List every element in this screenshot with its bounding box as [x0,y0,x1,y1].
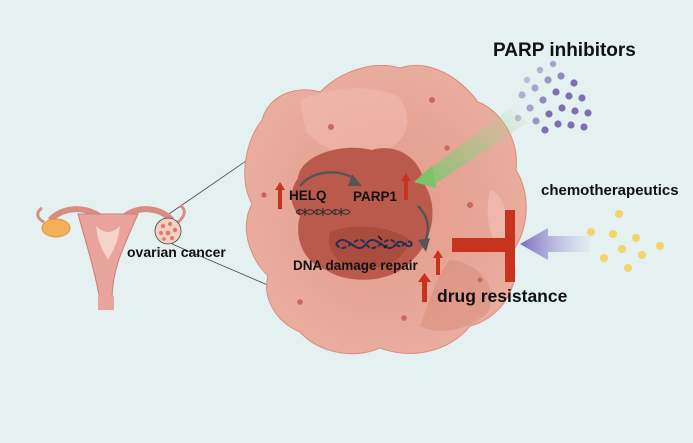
left-ovary-icon [41,218,71,238]
helq-label: HELQ [289,188,327,203]
chemo-arrow [520,228,590,260]
upregulation-arrows [275,173,443,302]
helq-up-arrow [275,182,285,209]
ovarian-cancer-label: ovarian cancer [127,244,226,260]
parp1-up-arrow [401,173,411,200]
parp-inhibitor-dots [514,60,592,134]
dna-helix-damaged-icon [335,235,413,250]
dna-repair-up-arrow [433,250,443,275]
uterus-ovary-icon [36,204,186,310]
parp1-label: PARP1 [353,189,398,204]
chemo-dots [587,210,664,272]
dna-damage-repair-label: DNA damage repair [293,258,418,273]
inhibitor-beam-head [414,166,436,188]
dna-helix-icon [295,208,351,216]
drug-resistance-block [452,210,515,282]
drug-resistance-label: drug resistance [437,286,568,306]
drug-resistance-up-arrow [418,273,431,302]
parp-inhibitors-label: PARP inhibitors [493,40,636,61]
inhibitor-beam [420,108,528,186]
chemotherapeutics-label: chemotherapeutics [541,182,679,199]
